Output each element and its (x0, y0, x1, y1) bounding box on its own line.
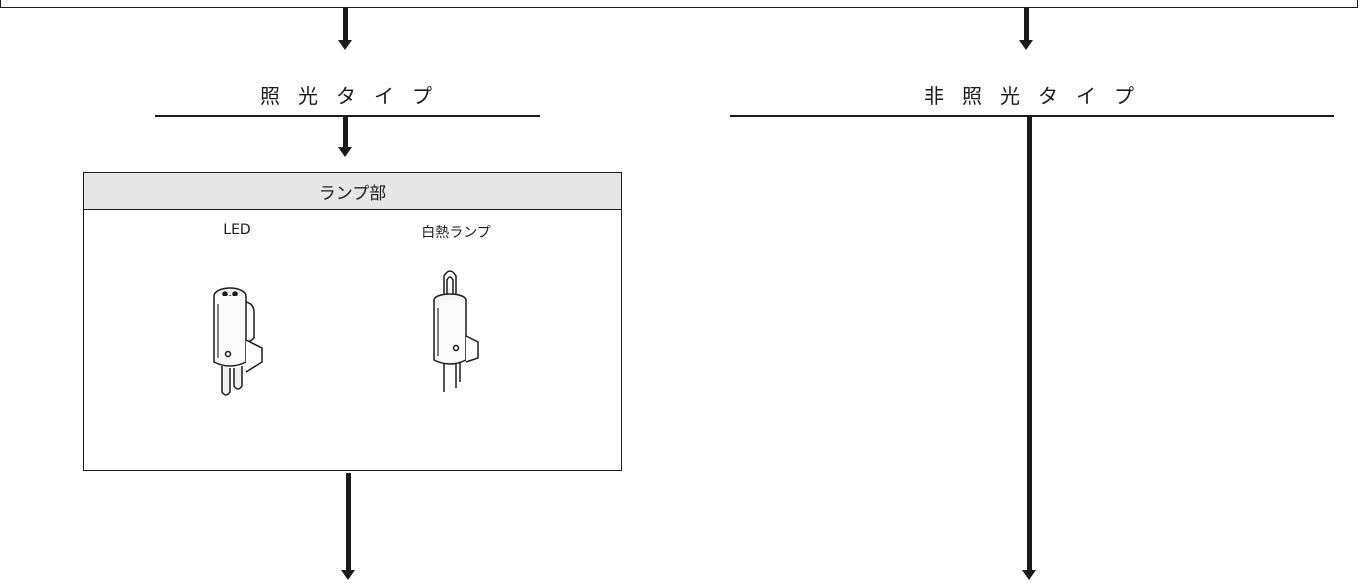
illuminated-type-underline (155, 115, 540, 117)
arrow-shaft-long-right (1027, 117, 1032, 570)
arrowhead-bottom-left (341, 570, 355, 580)
incandescent-lamp-icon (433, 270, 479, 392)
non-illuminated-type-underline (730, 115, 1334, 117)
led-label: LED (223, 222, 251, 238)
arrowhead-mid-left (338, 147, 352, 157)
arrow-shaft-bottom-left (346, 473, 351, 570)
arrowhead-top-left (338, 40, 352, 50)
top-frame (0, 0, 1358, 8)
non-illuminated-type-title: 非照光タイプ (924, 84, 1152, 108)
arrow-shaft-top-left (343, 8, 348, 42)
illuminated-type-title: 照光タイプ (260, 84, 450, 108)
arrowhead-bottom-right (1022, 570, 1036, 580)
arrowhead-top-right (1019, 40, 1033, 50)
lamp-section-box: ランプ部 (83, 172, 622, 471)
arrow-shaft-mid-left (343, 117, 348, 147)
lamp-section-header: ランプ部 (84, 173, 621, 210)
incandescent-label: 白熱ランプ (421, 225, 491, 241)
led-lamp-icon (213, 287, 263, 396)
arrow-shaft-top-right (1024, 8, 1029, 42)
